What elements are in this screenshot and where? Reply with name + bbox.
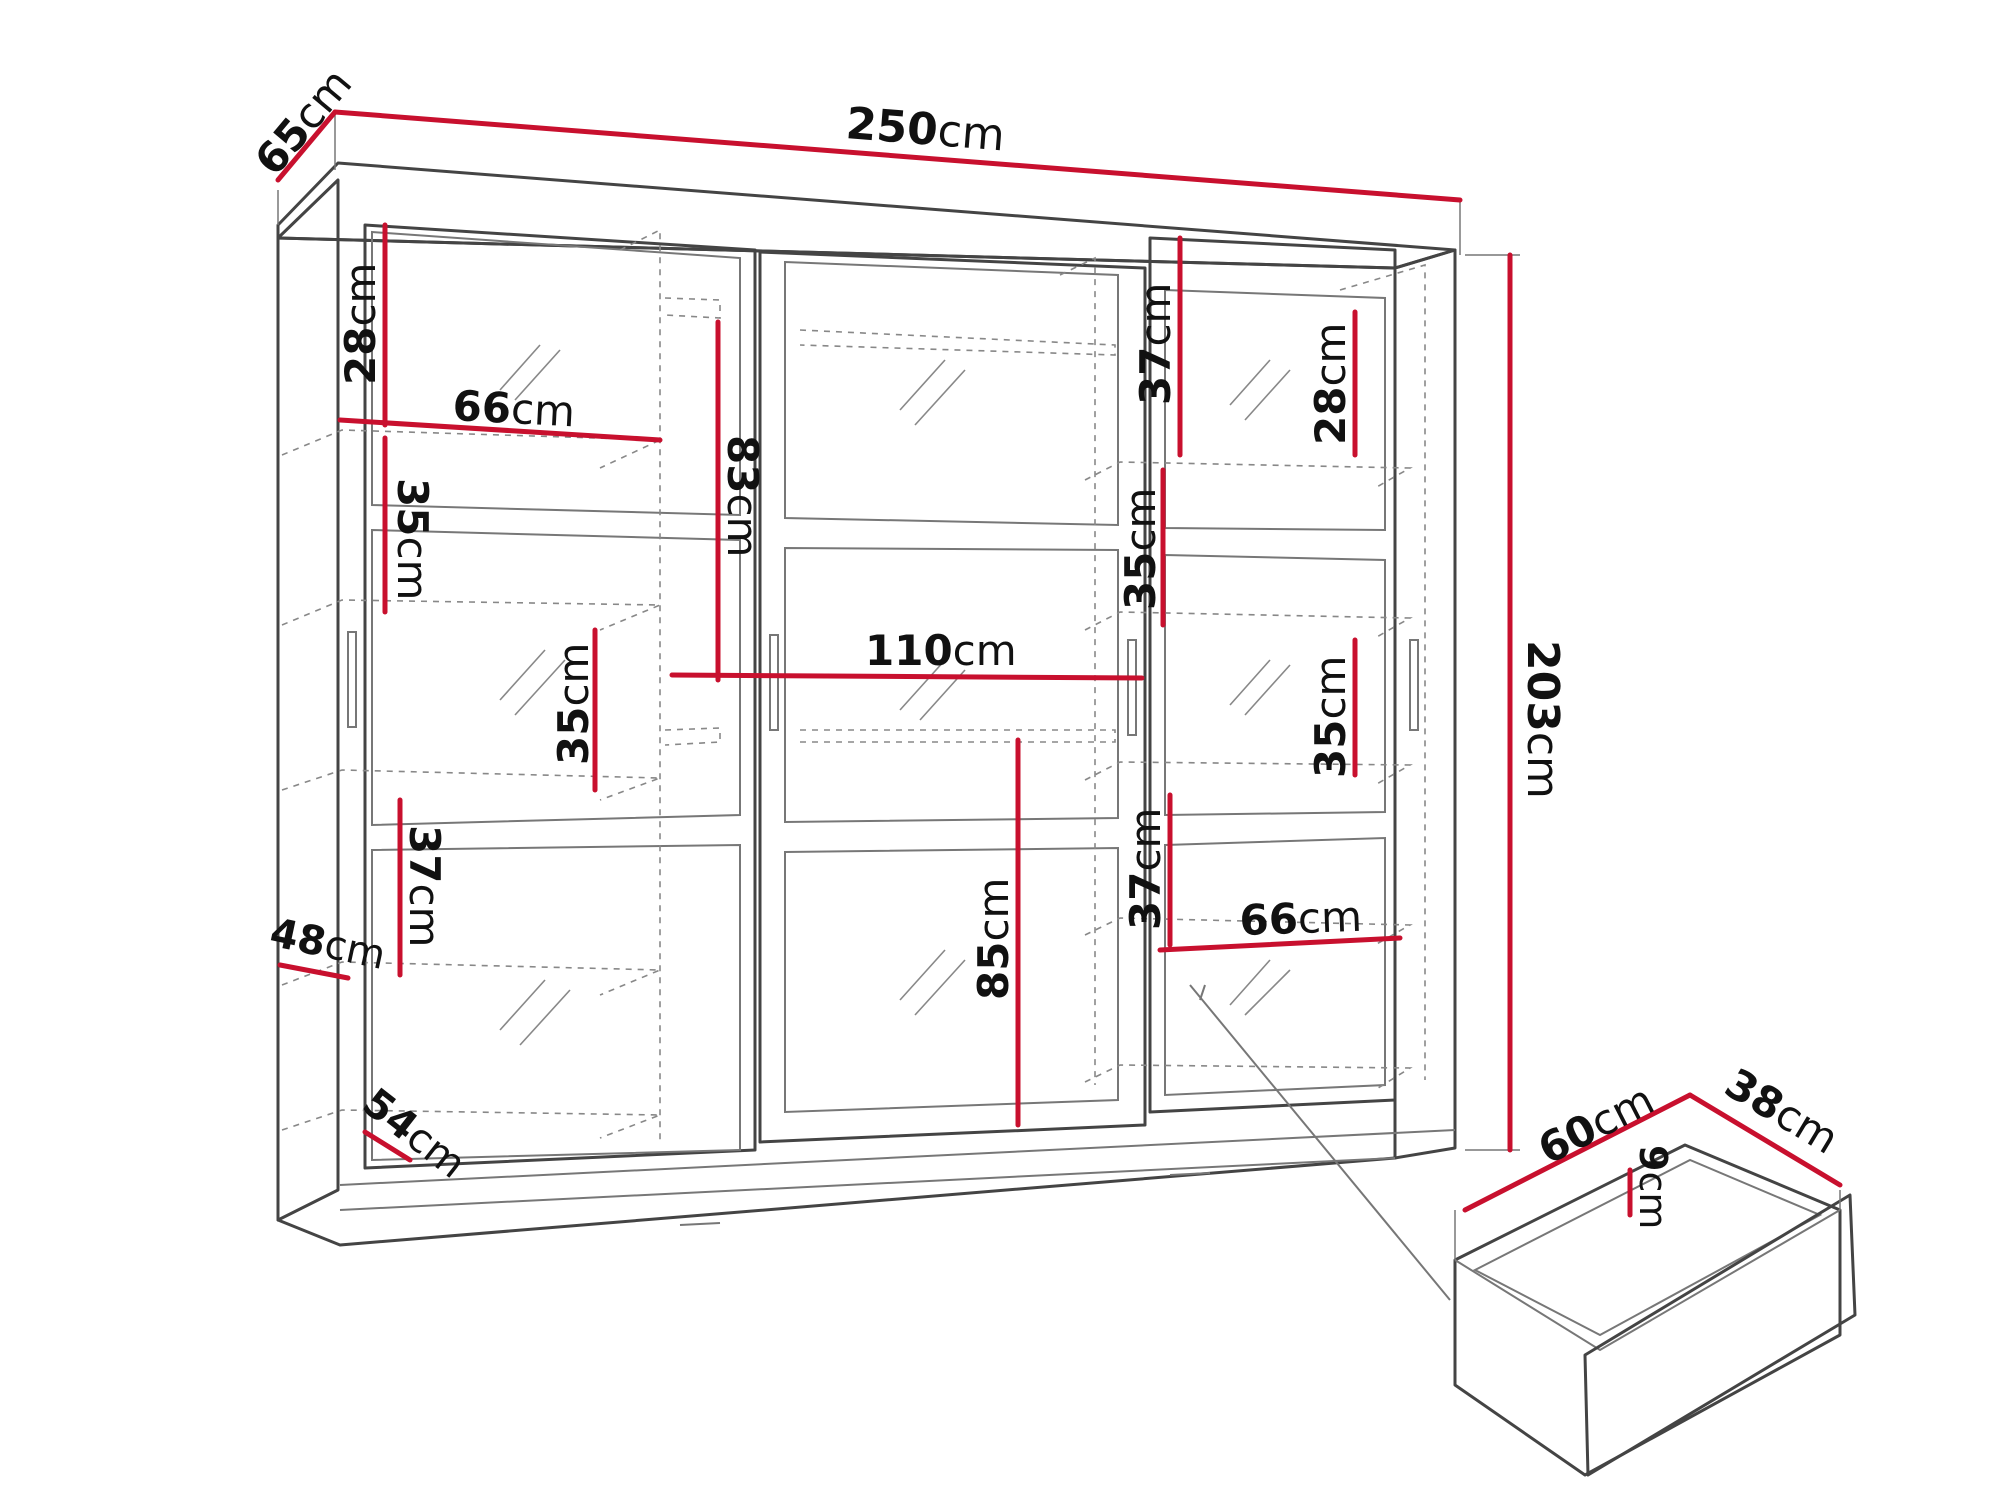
center-handle — [769, 634, 779, 731]
label-right-third-height: 35cm — [1306, 656, 1355, 778]
label-center-upper-height: 83cm — [718, 435, 767, 557]
left-door-panel-1 — [371, 230, 741, 517]
right-door — [1148, 236, 1397, 1114]
label-right-top-height: 37cm — [1131, 283, 1180, 405]
label-total-depth: 65cm — [245, 59, 361, 184]
right-handle — [1409, 639, 1419, 731]
drawer-top-edge — [1454, 1209, 1841, 1352]
drawer — [1189, 984, 1857, 1477]
center-door-panel-1 — [784, 260, 1119, 527]
svg-text:35cm: 35cm — [388, 478, 437, 600]
left-door — [363, 223, 757, 1170]
label-left-third-shelf-height: 35cm — [549, 643, 598, 765]
dim-line-center-110 — [669, 672, 1145, 681]
drawer-leader-line — [1189, 984, 1451, 1301]
wardrobe-body — [276, 161, 1457, 1247]
center-right-handle — [1127, 639, 1137, 736]
center-door-panel-3 — [784, 846, 1119, 1114]
left-handle — [347, 631, 357, 728]
svg-text:35cm: 35cm — [549, 643, 598, 765]
label-total-height: 203cm — [1517, 640, 1568, 799]
dimension-lines — [275, 109, 1843, 1218]
dim-line-left-54 — [362, 1129, 413, 1163]
svg-text:35cm: 35cm — [1116, 488, 1165, 610]
dimension-labels: 250cm 65cm 203cm 28cm 66cm 35cm 35cm 37c… — [245, 59, 1847, 1229]
svg-text:203cm: 203cm — [1517, 640, 1568, 799]
dim-line-drawer-38 — [1687, 1092, 1843, 1188]
dim-line-left-66 — [337, 417, 663, 443]
glass-reflections — [499, 344, 1291, 1046]
foot-left — [679, 1222, 721, 1226]
sliding-doors — [347, 223, 1419, 1170]
plinth-bottom-line — [339, 1157, 1396, 1211]
left-side-panel — [276, 178, 340, 1222]
left-door-panel-2 — [371, 528, 741, 827]
svg-text:28cm: 28cm — [1306, 323, 1355, 445]
svg-text:110cm: 110cm — [865, 626, 1017, 675]
label-total-width: 250cm — [844, 98, 1006, 161]
svg-text:66cm: 66cm — [1239, 892, 1363, 945]
label-left-top-shelf-height: 28cm — [336, 263, 385, 385]
right-door-panel-1 — [1164, 288, 1386, 532]
label-center-shelf-width: 110cm — [865, 626, 1017, 675]
interior-shelves — [281, 228, 1426, 1145]
svg-text:250cm: 250cm — [844, 98, 1006, 161]
svg-text:28cm: 28cm — [336, 263, 385, 385]
dim-line-drawer-60 — [1462, 1092, 1693, 1213]
top-panel — [276, 161, 1457, 270]
center-door — [758, 250, 1147, 1144]
dim-line-right-66 — [1157, 935, 1403, 953]
svg-text:9cm: 9cm — [1631, 1145, 1675, 1229]
label-drawer-height: 9cm — [1631, 1145, 1675, 1229]
label-left-fourth-shelf-height: 37cm — [400, 825, 449, 947]
label-right-shelf-width: 66cm — [1239, 892, 1363, 945]
plinth-line — [339, 1129, 1456, 1186]
center-door-panel-2 — [784, 546, 1119, 824]
svg-text:35cm: 35cm — [1306, 656, 1355, 778]
label-left-shelf-width: 66cm — [451, 381, 576, 436]
extension-lines — [277, 112, 1841, 1260]
dim-line-width — [332, 109, 1463, 203]
left-door-panel-3 — [371, 843, 741, 1162]
svg-text:37cm: 37cm — [1131, 283, 1180, 405]
label-center-lower-height: 85cm — [969, 878, 1018, 1000]
drawer-front — [1583, 1193, 1857, 1477]
svg-text:65cm: 65cm — [245, 59, 361, 184]
right-door-panel-2 — [1164, 553, 1386, 817]
drawer-body — [1453, 1143, 1842, 1477]
label-left-second-shelf-height: 35cm — [388, 478, 437, 600]
svg-text:37cm: 37cm — [400, 825, 449, 947]
svg-text:37cm: 37cm — [1121, 808, 1170, 930]
drawer-inner — [1472, 1158, 1823, 1337]
dim-line-left-48 — [277, 962, 351, 981]
svg-text:66cm: 66cm — [451, 381, 576, 436]
label-right-top-shelf-height: 28cm — [1306, 323, 1355, 445]
dim-line-depth — [275, 109, 338, 183]
label-right-second-height: 35cm — [1116, 488, 1165, 610]
right-door-panel-3 — [1164, 836, 1386, 1097]
label-right-fourth-height: 37cm — [1121, 808, 1170, 930]
svg-text:83cm: 83cm — [718, 435, 767, 557]
svg-text:85cm: 85cm — [969, 878, 1018, 1000]
foot-right — [1169, 1172, 1211, 1176]
